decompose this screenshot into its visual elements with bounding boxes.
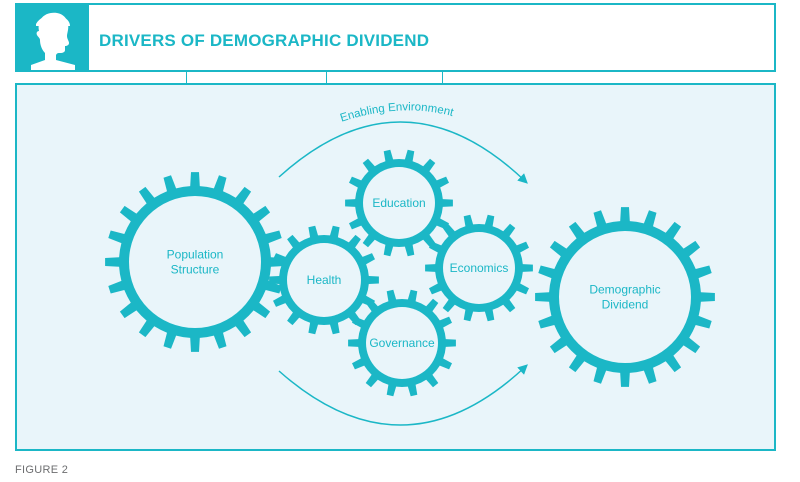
header-divider [87,5,89,70]
gear-label: Health [307,273,342,287]
header-bar: DRIVERS OF DEMOGRAPHIC DIVIDEND [15,3,776,72]
gear-label: Education [372,196,425,210]
figure-label: FIGURE 2 [15,464,69,476]
person-profile-icon [31,12,75,70]
divider-tick [326,72,327,83]
gear-label: Population [167,248,224,262]
gear-hole [363,167,435,239]
gear-hole [443,232,515,304]
gear-hole [366,307,438,379]
gear-label: Governance [369,336,435,350]
gear-label: Structure [171,263,220,277]
gear-diagram: Enabling Environment PopulationStructure… [105,101,715,426]
divider-tick [186,72,187,83]
enabling-arc-top [278,121,528,184]
gear-hole [129,196,261,328]
gear-economics: Economics [425,214,533,322]
gear-health: Health [269,225,379,335]
enabling-arc-bottom [278,364,528,426]
divider-tick [442,72,443,83]
arc-top-label: Enabling Environment [339,101,456,124]
gear-label: Economics [450,261,509,275]
gear-label: Demographic [589,283,660,297]
header-icon-box [17,5,87,70]
gear-label: Dividend [602,298,649,312]
gear-governance: Governance [348,289,456,397]
page-title: DRIVERS OF DEMOGRAPHIC DIVIDEND [99,31,430,50]
gear-hole [287,243,361,317]
gear-hole [559,231,691,363]
arc-top-label-text: Enabling Environment [339,101,456,124]
gear-education: Education [345,149,453,257]
